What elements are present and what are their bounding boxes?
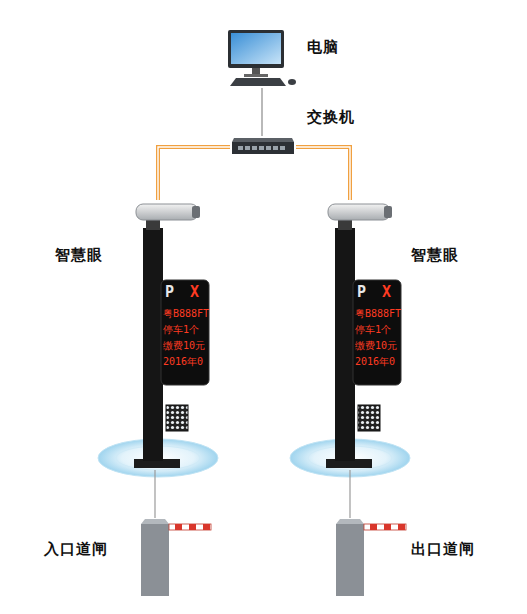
device-label: 智慧眼 xyxy=(55,247,103,264)
barrier-gate xyxy=(141,519,211,596)
screen-text: 停车1个 xyxy=(355,325,391,335)
connector xyxy=(296,147,350,200)
screen-text: 粤B888FT xyxy=(355,309,401,319)
device-label: 电脑 xyxy=(307,39,339,56)
screen-text: 2016年0 xyxy=(163,357,203,367)
connector xyxy=(158,147,230,200)
switch-icon xyxy=(232,138,294,154)
connector-line xyxy=(154,470,155,518)
connector xyxy=(350,470,351,518)
device-label: 智慧眼 xyxy=(411,247,459,264)
connector-line xyxy=(158,147,230,200)
barrier-gate xyxy=(336,519,406,596)
connector xyxy=(155,470,156,518)
connector-line xyxy=(261,88,262,136)
camera-pole-node: 智慧眼 xyxy=(325,200,403,470)
connector-line xyxy=(296,147,350,200)
screen-text: 缴费10元 xyxy=(355,341,397,351)
connector-line xyxy=(296,147,350,200)
camera-pole-node: 智慧眼 xyxy=(133,200,211,470)
connector-line xyxy=(296,147,350,200)
device-label: 入口道闸 xyxy=(44,541,108,558)
switch-node: 交换机 xyxy=(230,136,296,158)
gate-node: 入口道闸 xyxy=(138,518,212,598)
screen-text: 缴费10元 xyxy=(163,341,205,351)
computer-node: 电脑 xyxy=(222,28,294,88)
camera-pole xyxy=(290,204,410,477)
screen-text: 粤B888FT xyxy=(163,309,209,319)
camera-pole xyxy=(98,204,218,477)
connector xyxy=(262,88,263,136)
computer-icon xyxy=(228,30,296,86)
connector-line xyxy=(158,147,230,200)
screen-text: X xyxy=(190,285,199,300)
gate-node: 出口道闸 xyxy=(333,518,408,598)
screen-text: P xyxy=(165,285,174,300)
device-label: 交换机 xyxy=(307,109,355,126)
connector-line xyxy=(158,147,230,200)
screen-text: 2016年0 xyxy=(355,357,395,367)
screen-text: 停车1个 xyxy=(163,325,199,335)
connector-line xyxy=(349,470,350,518)
screen-text: P xyxy=(357,285,366,300)
screen-text: X xyxy=(382,285,391,300)
device-label: 出口道闸 xyxy=(411,541,475,558)
